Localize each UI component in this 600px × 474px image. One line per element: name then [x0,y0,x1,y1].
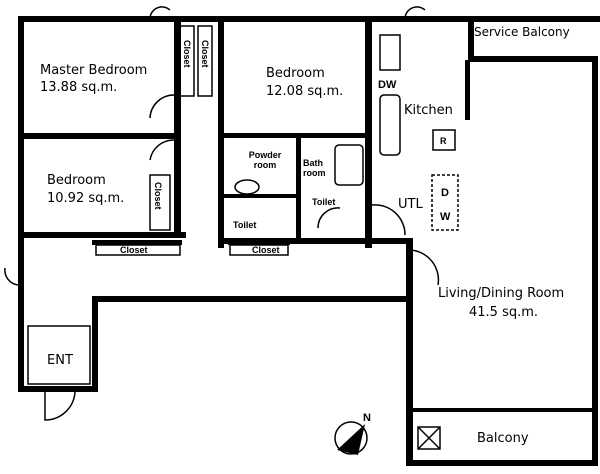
closet-label: Closet [252,245,280,255]
bedroom-2-area: 12.08 sq.m. [266,84,344,99]
compass-needle [337,424,365,455]
dishwasher-label: DW [378,79,397,91]
powder-room-label: Powder room [248,150,282,170]
bedroom-3-label: Bedroom [47,173,106,188]
balcony-label: Balcony [477,431,529,446]
washer-label: D [441,187,449,199]
dryer-label: W [440,211,451,223]
closet-label: Closet [120,245,148,255]
toilet-label: Toilet [312,197,336,207]
walls [18,16,600,466]
living-room-label: Living/Dining Room [438,286,565,301]
fixtures-lines [4,6,459,455]
closet-label: Closet [182,40,192,68]
closet-label: Closet [153,182,163,210]
refrigerator-label: R [440,136,447,146]
kitchen-label: Kitchen [404,103,453,118]
toilet-label: Toilet [233,220,257,230]
utility-label: UTL [398,197,423,212]
bedroom-2-label: Bedroom [266,66,325,81]
master-bedroom-area: 13.88 sq.m. [40,80,118,95]
entrance-label: ENT [47,353,73,368]
living-room-area: 41.5 sq.m. [469,305,539,320]
bath-room-label: Bath room [303,158,326,178]
closet-label: Closet [200,40,210,68]
service-balcony-label: Service Balcony [474,25,570,39]
north-indicator: N [363,412,371,424]
bedroom-3-area: 10.92 sq.m. [47,191,125,206]
master-bedroom-label: Master Bedroom [40,63,148,78]
